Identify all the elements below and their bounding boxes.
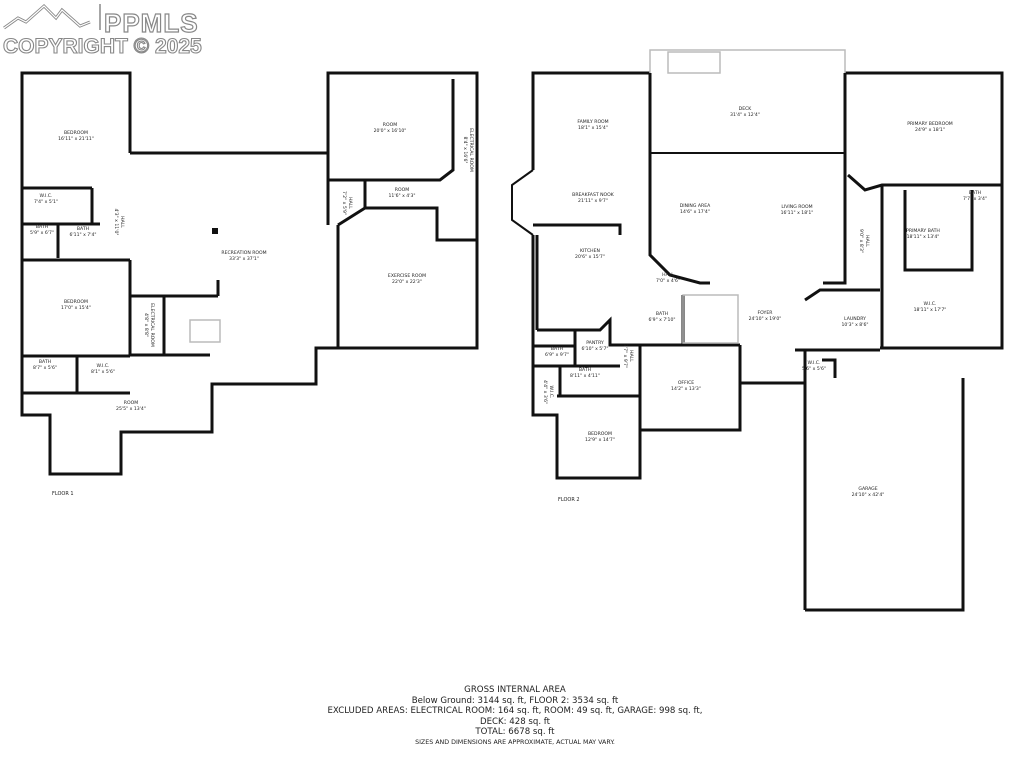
deck-outline bbox=[649, 49, 846, 73]
room-label: Bedroom12'9" x 14'7" bbox=[585, 432, 615, 443]
room-label: Room25'5" x 13'4" bbox=[116, 401, 146, 412]
support-column bbox=[212, 228, 218, 234]
floor1-stairs bbox=[189, 319, 221, 343]
room-label: Deck31'4" x 12'4" bbox=[730, 107, 760, 118]
room-label: Hall9'0" x 8'3" bbox=[858, 228, 869, 254]
room-label: Exercise Room22'0" x 22'3" bbox=[387, 274, 427, 285]
room-label: Room20'0" x 16'10" bbox=[373, 123, 407, 134]
room-label: Dining Area14'6" x 17'4" bbox=[679, 204, 711, 215]
room-label: Electrical Room4'8" x 8'8" bbox=[143, 303, 154, 347]
floor2-stairs bbox=[682, 294, 739, 344]
room-label: Bedroom17'0" x 15'4" bbox=[61, 300, 91, 311]
room-label: Hall7'2" x 5'9" bbox=[341, 190, 352, 216]
room-label: Bath7'7" x 3'4" bbox=[962, 191, 988, 202]
room-label: Bath5'9" x 6'7" bbox=[29, 225, 55, 236]
room-label: W.I.C.7'4" x 5'1" bbox=[33, 194, 59, 205]
room-label: Recreation Room33'3" x 37'1" bbox=[221, 251, 267, 262]
room-label: Pantry6'10" x 5'7" bbox=[581, 341, 609, 352]
floor1-label: FLOOR 1 bbox=[52, 491, 74, 497]
deck-stairs bbox=[667, 51, 721, 74]
room-label: W.I.C.4'4" x 3'6" bbox=[542, 379, 553, 405]
floor2-walls bbox=[511, 71, 1004, 612]
area-title: GROSS INTERNAL AREA bbox=[464, 685, 566, 695]
room-label: Electrical Room8'4" x 16'6" bbox=[462, 128, 473, 172]
room-label: Primary Bedroom24'9" x 18'1" bbox=[907, 122, 953, 133]
room-label: Foyer24'10" x 19'0" bbox=[748, 311, 782, 322]
area-disclaimer: SIZES AND DIMENSIONS ARE APPROXIMATE, AC… bbox=[415, 738, 615, 746]
room-label: Garage24'10" x 42'4" bbox=[851, 487, 885, 498]
floor2-label: FLOOR 2 bbox=[558, 497, 580, 503]
room-label: Room11'6" x 4'3" bbox=[388, 188, 416, 199]
room-label: W.I.C.5'6" x 5'6" bbox=[801, 361, 827, 372]
area-total: TOTAL: 6678 sq. ft bbox=[475, 727, 555, 738]
area-line3: DECK: 428 sq. ft bbox=[479, 716, 551, 727]
area-line2: EXCLUDED AREAS: ELECTRICAL ROOM: 164 sq.… bbox=[327, 706, 703, 717]
logo-copyright: COPYRIGHT © 2025 bbox=[2, 34, 202, 58]
room-label: Kitchen20'6" x 15'7" bbox=[575, 249, 605, 260]
room-label: Hall3'7" x 9'7" bbox=[622, 343, 633, 369]
room-label: Bath6'9" x 9'7" bbox=[544, 347, 570, 358]
room-label: Office14'2" x 13'3" bbox=[671, 381, 701, 392]
room-label: Primary Bath18'11" x 13'4" bbox=[906, 229, 940, 240]
room-label: Hall4'3" x 11'0" bbox=[113, 208, 124, 236]
room-label: W.I.C.18'11" x 17'7" bbox=[913, 302, 947, 313]
logo-brand: PPMLS bbox=[103, 7, 199, 38]
room-label: Laundry10'3" x 8'6" bbox=[841, 317, 869, 328]
room-label: Bath8'7" x 5'6" bbox=[32, 360, 58, 371]
area-line1: Below Ground: 3144 sq. ft, FLOOR 2: 3534… bbox=[411, 695, 619, 706]
room-label: Bath6'9" x 7'10" bbox=[648, 312, 676, 323]
room-label: Living Room16'11" x 18'1" bbox=[780, 205, 814, 216]
floor1-walls bbox=[20, 71, 479, 476]
room-label: Bath6'11" x 7'4" bbox=[69, 227, 97, 238]
room-label: Breakfast Nook21'11" x 9'7" bbox=[572, 193, 614, 204]
room-label: Bedroom16'11" x 21'11" bbox=[58, 131, 94, 142]
room-label: W.I.C.8'1" x 5'6" bbox=[90, 364, 116, 375]
area-summary: GROSS INTERNAL AREA Below Ground: 3144 s… bbox=[300, 685, 730, 748]
room-label: Hall7'0" x 4'6" bbox=[655, 273, 681, 284]
mountain-logo-icon bbox=[3, 3, 101, 30]
ppmls-watermark-logo: PPMLS COPYRIGHT © 2025 bbox=[0, 0, 210, 60]
room-label: Bath8'11" x 4'11" bbox=[570, 368, 600, 379]
room-label: Family Room18'1" x 15'4" bbox=[577, 120, 609, 131]
